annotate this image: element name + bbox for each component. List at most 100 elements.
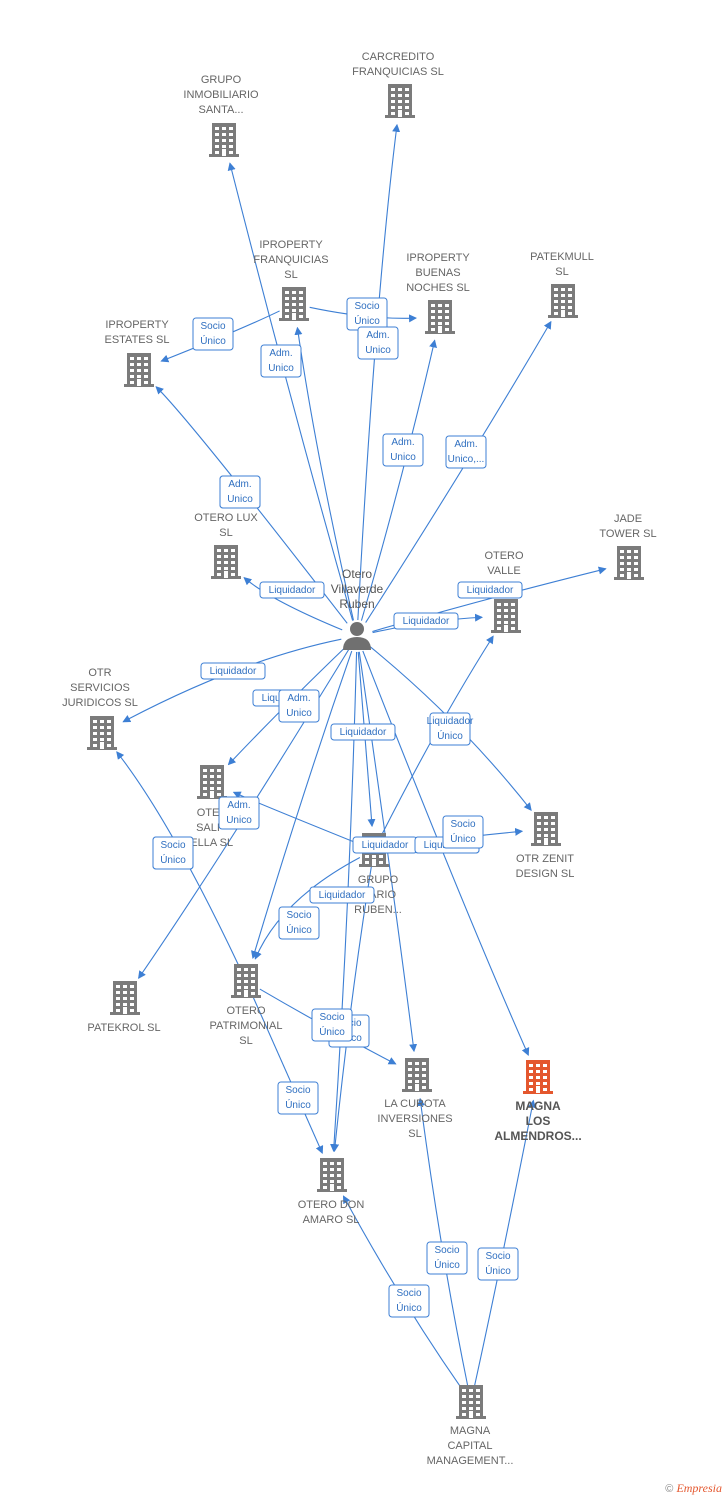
- brand-logo: Empresia: [676, 1481, 722, 1495]
- node-label-line: INMOBILIARIO: [183, 89, 259, 101]
- relation-label[interactable]: Adm. Unico: [382, 433, 424, 467]
- node-label-line: RUBEN...: [354, 904, 402, 916]
- relation-edge: [294, 326, 355, 621]
- relation-edge: [365, 320, 552, 623]
- node-label-line: ESTATES SL: [104, 334, 169, 346]
- relation-label-box: [382, 433, 424, 467]
- node-label-line: GRUPO: [201, 74, 242, 86]
- relation-label[interactable]: Adm.Unico,...: [445, 435, 487, 469]
- relation-label[interactable]: Liquidador: [330, 723, 396, 741]
- relation-label-text: Único: [396, 1301, 422, 1314]
- relation-label[interactable]: Adm.Unico: [219, 475, 261, 509]
- relation-label-text: Único: [319, 1025, 345, 1038]
- node-layer: GRUPOINMOBILIARIOSANTA...CARCREDITOFRANQ…: [62, 51, 657, 1467]
- node-label: PATEKROL SL: [87, 1022, 160, 1034]
- node-label-line: OTR ZENIT: [516, 853, 574, 865]
- relation-label-text: Liquidador: [362, 840, 409, 851]
- relation-label[interactable]: Adm.Unico: [260, 344, 302, 378]
- relation-label[interactable]: Liquidador: [352, 836, 418, 854]
- node-label-line: CAPITAL: [447, 1440, 492, 1452]
- relation-label-text: Liquidador: [269, 585, 316, 596]
- node-label-line: BUENAS: [415, 267, 460, 279]
- relation-label-text: Unico: [226, 815, 252, 826]
- relation-label[interactable]: Adm.Unico: [278, 689, 320, 723]
- relation-label-box: [218, 796, 260, 830]
- relation-label[interactable]: Liquidador: [309, 886, 375, 904]
- relation-label-box: [309, 886, 375, 904]
- node-label-line: OTERO DON: [298, 1199, 365, 1211]
- node-label-line: SANTA...: [198, 104, 243, 116]
- relation-label-box: [457, 581, 523, 599]
- relation-label-text: Socio: [434, 1245, 459, 1256]
- relation-label-text: Unico: [227, 494, 253, 505]
- relation-label-text: Socio: [285, 1085, 310, 1096]
- relation-label-text: Adm.: [391, 437, 414, 448]
- relation-label-box: [192, 317, 234, 351]
- relation-label[interactable]: Adm. Unico: [218, 796, 260, 830]
- node-label: JADE TOWER SL: [599, 513, 656, 540]
- relation-label-text: Socio: [354, 301, 379, 312]
- node-label-line: Ruben: [339, 597, 374, 611]
- relation-label-box: [219, 475, 261, 509]
- relation-label-text: Liquidador: [427, 716, 474, 727]
- node-label-line: TOWER SL: [599, 528, 656, 540]
- building-icon: [531, 812, 561, 846]
- node-label-line: IPROPERTY: [259, 239, 323, 251]
- building-icon: [456, 1385, 486, 1419]
- relation-label[interactable]: Adm.Unico: [357, 326, 399, 360]
- relation-edge: [251, 650, 353, 959]
- node-label-line: JADE: [614, 513, 642, 525]
- relation-label[interactable]: Liquidador: [259, 581, 325, 599]
- node-label-line: NOCHES SL: [406, 282, 470, 294]
- node-label: MAGNACAPITALMANAGEMENT...: [427, 1425, 514, 1467]
- relation-label-text: Adm.: [227, 800, 250, 811]
- node-label-line: OTR: [88, 667, 111, 679]
- relation-edge: [357, 123, 401, 621]
- relation-label-text: Socio: [200, 321, 225, 332]
- node-label-line: OTERO: [226, 1005, 266, 1017]
- node-label: OTERO DON AMARO SL: [298, 1199, 365, 1226]
- building-icon: [211, 545, 241, 579]
- relation-label-text: Único: [200, 334, 226, 347]
- building-icon: [197, 765, 227, 799]
- relation-label[interactable]: Liquidador: [200, 662, 266, 680]
- relation-edge: [362, 650, 530, 1056]
- relation-label-box: [477, 1247, 519, 1281]
- node-label-line: AMARO SL: [303, 1214, 360, 1226]
- node-label-line: FRANQUICIAS: [253, 254, 328, 266]
- relation-label-text: Unico: [390, 452, 416, 463]
- relation-label-box: [388, 1284, 430, 1318]
- relation-label-box: [260, 344, 302, 378]
- relation-label-box: [330, 723, 396, 741]
- building-icon: [110, 981, 140, 1015]
- relation-label[interactable]: Liquidador: [393, 612, 459, 630]
- relation-label-box: [277, 1081, 319, 1115]
- relation-label-text: Único: [437, 729, 463, 742]
- building-icon: [209, 123, 239, 157]
- relation-edge: [358, 651, 418, 1053]
- relation-label-box: [278, 689, 320, 723]
- relation-label[interactable]: Liquidador: [457, 581, 523, 599]
- relation-label-text: Único: [286, 923, 312, 936]
- building-icon: [402, 1058, 432, 1092]
- focus-building-icon: [523, 1060, 553, 1094]
- relation-label-text: Adm.: [287, 693, 310, 704]
